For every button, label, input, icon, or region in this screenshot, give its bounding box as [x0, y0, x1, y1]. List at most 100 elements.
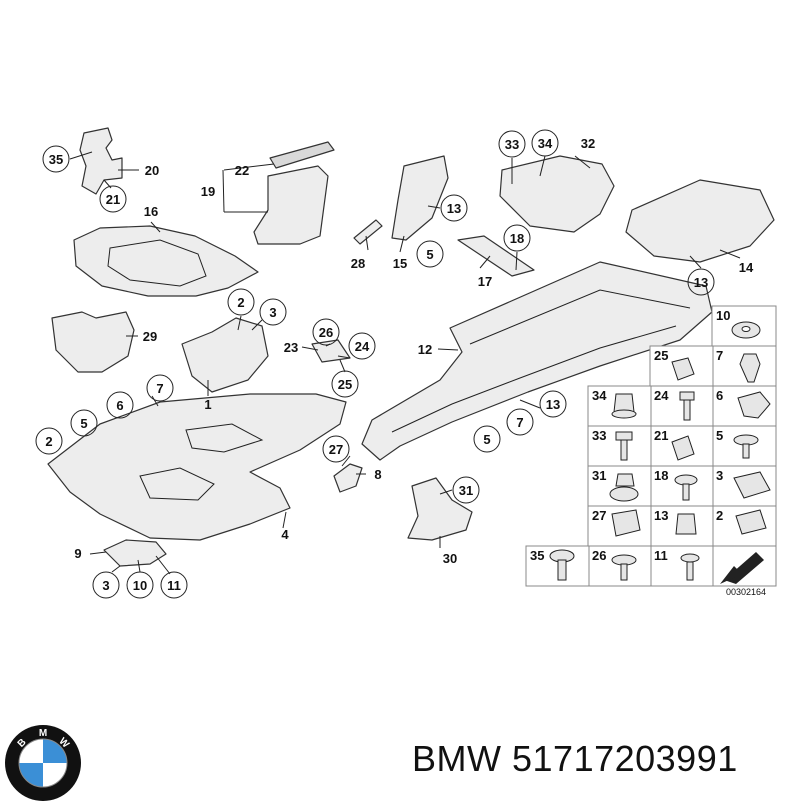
svg-text:24: 24: [355, 339, 370, 354]
leader-lines: [69, 151, 741, 575]
callout-24: 24: [348, 332, 376, 360]
hex-bolt-icon: [615, 431, 633, 441]
diagram-code: 00302164: [726, 587, 766, 597]
bolt-icon: [679, 391, 695, 401]
svg-text:30: 30: [443, 551, 457, 566]
grid-label-18: 18: [654, 468, 668, 483]
callout-7-mid: 7: [146, 374, 174, 402]
callout-8: 8: [374, 467, 381, 482]
grid-label-5: 5: [716, 428, 723, 443]
footer-part-label: BMW 51717203991: [412, 738, 738, 780]
callout-23: 23: [284, 340, 298, 355]
svg-text:19: 19: [201, 184, 215, 199]
svg-text:5: 5: [80, 416, 87, 431]
svg-text:7: 7: [516, 415, 523, 430]
callout-20: 20: [145, 163, 159, 178]
svg-text:13: 13: [447, 201, 461, 216]
grid-label-6: 6: [716, 388, 723, 403]
svg-text:35: 35: [49, 152, 63, 167]
svg-text:33: 33: [505, 137, 519, 152]
callout-33: 33: [498, 130, 526, 158]
clip-part-23: [311, 339, 351, 363]
bracket-part-1: [181, 317, 269, 393]
callout-5-left: 5: [70, 409, 98, 437]
grid-label-2: 2: [716, 508, 723, 523]
grid-label-31: 31: [592, 468, 606, 483]
collar-nut-icon: [615, 473, 635, 487]
svg-text:11: 11: [167, 578, 181, 593]
grid-label-3: 3: [716, 468, 723, 483]
callout-27: 27: [322, 435, 350, 463]
bracket-part-30: [407, 477, 473, 541]
callout-19: 19: [201, 184, 215, 199]
duct-part-22: [269, 141, 335, 169]
callout-9: 9: [74, 546, 81, 561]
svg-text:28: 28: [351, 256, 365, 271]
u-nut-icon: [733, 471, 771, 499]
callout-21: 21: [99, 185, 127, 213]
svg-text:26: 26: [319, 325, 333, 340]
svg-text:6: 6: [116, 398, 123, 413]
callout-13-right: 13: [687, 268, 715, 296]
svg-text:5: 5: [483, 432, 490, 447]
svg-text:18: 18: [510, 231, 524, 246]
pan-screw-icon: [680, 553, 700, 563]
bmw-logo-icon: B M W: [5, 725, 81, 801]
svg-text:13: 13: [546, 397, 560, 412]
grid-label-25: 25: [654, 348, 668, 363]
strip-part-28: [353, 219, 383, 245]
cover-part-14: [625, 179, 775, 263]
callout-26: 26: [312, 318, 340, 346]
callout-30: 30: [443, 551, 457, 566]
callout-2-mid: 2: [227, 288, 255, 316]
grid-label-34: 34: [592, 388, 607, 403]
callout-3-bottom: 3: [92, 571, 120, 599]
undertray-part-12: [361, 261, 713, 461]
svg-text:12: 12: [418, 342, 432, 357]
callout-7-right: 7: [506, 408, 534, 436]
push-rivet-icon: [739, 353, 761, 383]
grid-label-11: 11: [654, 548, 668, 563]
svg-text:23: 23: [284, 340, 298, 355]
svg-text:15: 15: [393, 256, 407, 271]
cover-part-32: [499, 155, 615, 233]
callout-11-bottom: 11: [160, 571, 188, 599]
grid-label-35: 35: [530, 548, 544, 563]
clamp-nut-icon: [611, 509, 641, 537]
svg-text:1: 1: [204, 397, 211, 412]
undertray-part-4: [47, 393, 347, 541]
svg-text:20: 20: [145, 163, 159, 178]
svg-text:16: 16: [144, 204, 158, 219]
svg-text:2: 2: [45, 434, 52, 449]
bracket-part-9: [103, 539, 167, 567]
callout-35: 35: [42, 145, 70, 173]
direction-arrow-icon: [716, 550, 774, 584]
svg-text:5: 5: [426, 247, 433, 262]
callout-2-left: 2: [35, 427, 63, 455]
svg-text:3: 3: [102, 578, 109, 593]
callout-14: 14: [739, 260, 754, 275]
callout-25-mid: 25: [331, 370, 359, 398]
callout-12: 12: [418, 342, 432, 357]
svg-text:25: 25: [338, 377, 352, 392]
callout-17: 17: [478, 274, 492, 289]
callout-4: 4: [281, 527, 289, 542]
grid-label-21: 21: [654, 428, 668, 443]
svg-text:9: 9: [74, 546, 81, 561]
callout-10-bottom: 10: [126, 571, 154, 599]
grid-label-27: 27: [592, 508, 606, 523]
speed-nut-icon: [671, 435, 695, 461]
callout-1: 1: [204, 397, 211, 412]
svg-text:M: M: [39, 728, 47, 739]
callout-22: 22: [235, 163, 249, 178]
expansion-clip-icon: [737, 391, 771, 419]
strip-part-17: [457, 235, 535, 277]
svg-text:13: 13: [694, 275, 708, 290]
callout-16: 16: [144, 204, 158, 219]
callout-15: 15: [393, 256, 407, 271]
grid-label-13: 13: [654, 508, 668, 523]
duct-part-19: [253, 165, 329, 245]
callout-13-top: 13: [440, 194, 468, 222]
grid-label-7: 7: [716, 348, 723, 363]
